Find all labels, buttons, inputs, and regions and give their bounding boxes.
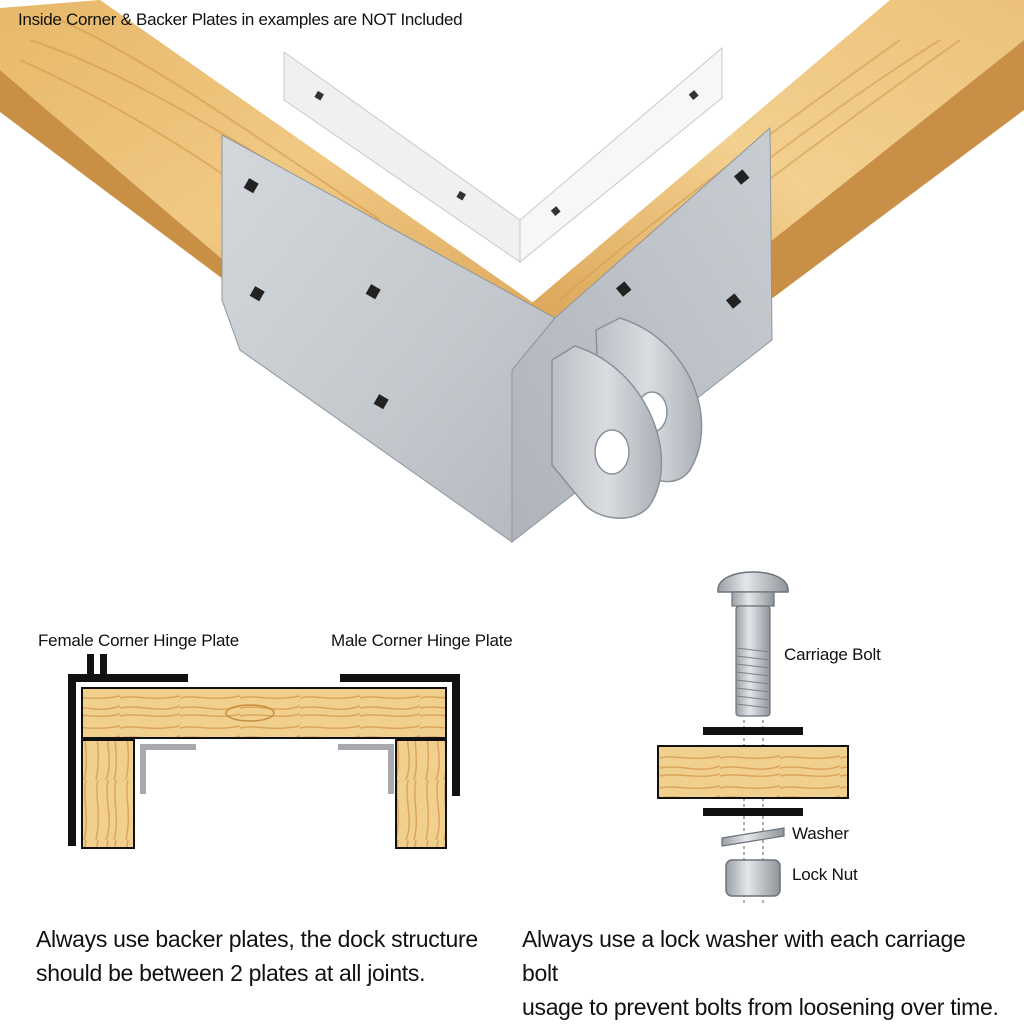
inside-corner-backer-plate (283, 46, 723, 264)
bottom-plate (703, 808, 803, 816)
right-caption-line-2: usage to prevent bolts from loosening ov… (522, 994, 999, 1020)
lock-washer (721, 827, 785, 847)
carriage-bolt (717, 571, 789, 717)
left-caption-line-2: should be between 2 plates at all joints… (36, 960, 426, 986)
left-caption: Always use backer plates, the dock struc… (36, 922, 496, 990)
right-caption-line-1: Always use a lock washer with each carri… (522, 926, 966, 986)
backer-plates (140, 744, 394, 794)
washer-label: Washer (792, 824, 849, 843)
lock-nut (725, 859, 781, 897)
left-leg (81, 739, 135, 849)
female-plate (68, 654, 188, 846)
top-plate (703, 727, 803, 735)
right-leg (395, 739, 447, 849)
carriage-bolt-label: Carriage Bolt (784, 645, 881, 664)
hinge-lugs (551, 317, 703, 519)
top-beam (81, 687, 447, 739)
male-plate (340, 674, 460, 796)
wood-board (657, 745, 849, 799)
left-caption-line-1: Always use backer plates, the dock struc… (36, 926, 478, 952)
lock-nut-label: Lock Nut (792, 865, 858, 884)
notice-text: Inside Corner & Backer Plates in example… (18, 10, 463, 29)
female-plate-label: Female Corner Hinge Plate (38, 631, 239, 650)
male-plate-label: Male Corner Hinge Plate (331, 631, 513, 650)
right-caption: Always use a lock washer with each carri… (522, 922, 1002, 1024)
